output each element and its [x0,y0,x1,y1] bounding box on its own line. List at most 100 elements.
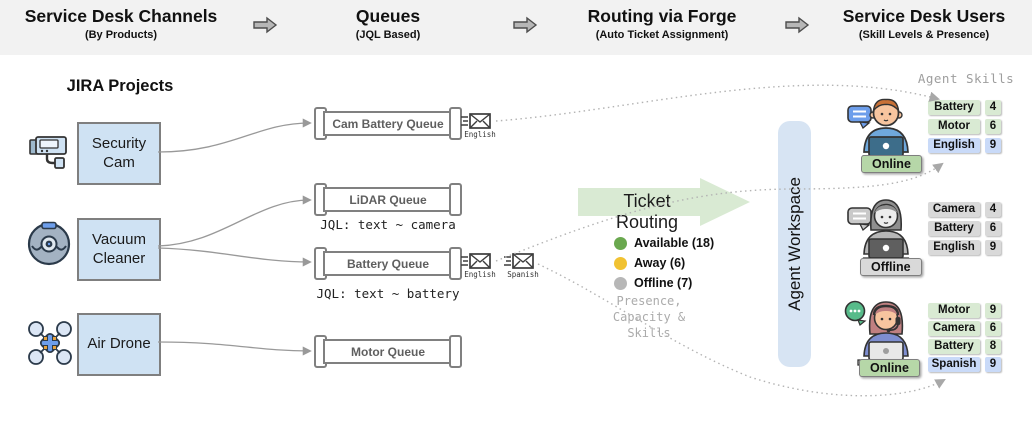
email-language-label: English [464,270,496,279]
agent-status-badge: Online [859,359,920,377]
ticket-email-spanish: Spanish [503,251,543,279]
skill-name: Battery [928,339,980,354]
header-subtitle: (Skill Levels & Presence) [858,29,990,41]
skill-name: Motor [928,303,980,318]
header-title: Queues [355,6,421,26]
project-box-security-cam: Security Cam [77,122,161,185]
ticket-email-english: English [460,111,500,139]
right-arrow-icon [784,15,810,35]
skill-row: Motor 6 [928,119,1001,134]
skill-level: 9 [985,303,1001,318]
header-col-routing: Routing via Forge (Auto Ticket Assignmen… [570,6,754,41]
skill-name: Battery [928,100,980,115]
queue-cap [449,247,462,280]
skill-name: Motor [928,119,980,134]
skill-level: 8 [985,339,1001,354]
email-language-label: English [464,130,496,139]
skill-level: 6 [985,321,1001,336]
right-arrow-icon [252,15,278,35]
skill-row: Camera 4 [928,202,1001,217]
email-language-label: Spanish [507,270,539,279]
header-col-channels: Service Desk Channels (By Products) [10,6,232,41]
skill-level: 9 [985,138,1001,153]
email-icon [461,253,491,269]
queue-battery: Battery Queue [314,247,462,280]
skill-level: 9 [985,240,1001,255]
agent-avatar-female-offline-icon [846,196,918,266]
available-dot-icon [614,236,627,250]
skill-name: Spanish [928,357,980,372]
skill-row: Battery 8 [928,339,1001,354]
agent-avatar-male-icon [846,92,918,164]
link-drone-motor [157,341,312,356]
skill-name: Camera [928,321,980,336]
header-col-users: Service Desk Users (Skill Levels & Prese… [826,6,1022,41]
skill-row: Battery 4 [928,100,1001,115]
drone-icon [27,320,73,366]
right-arrow-icon [512,15,538,35]
note-line: Skills [627,326,671,340]
agent-status-badge: Offline [860,258,922,276]
offline-dot-icon [614,276,627,290]
header-subtitle: (JQL Based) [355,29,421,41]
skill-name: Camera [928,202,980,217]
skill-name: Battery [928,221,980,236]
ticket-email-english: English [460,251,500,279]
legend-label: Offline (7) [634,276,693,290]
skill-level: 6 [985,221,1001,236]
link-vacuum-lidar [157,195,312,247]
security-camera-icon [27,129,73,175]
queue-motor: Motor Queue [314,335,462,368]
agent-skills-header: Agent Skills [917,71,1015,86]
email-icon [504,253,534,269]
project-box-vacuum-cleaner: Vacuum Cleaner [77,218,161,281]
skill-level: 9 [985,357,1001,372]
queue-cap [449,183,462,216]
skill-level: 4 [985,100,1001,115]
link-vacuum-battery [157,247,312,267]
queue-label: Cam Battery Queue [323,111,453,136]
presence-capacity-skills-note: Presence, Capacity & Skills [588,293,710,341]
project-label: Vacuum Cleaner [92,230,146,267]
skill-name: English [928,240,980,255]
away-dot-icon [614,256,627,270]
jql-filter-text: JQL: text ~ battery [316,286,460,301]
queue-label: Motor Queue [323,339,453,364]
project-label: Security Cam [91,134,147,171]
project-box-air-drone: Air Drone [77,313,161,376]
header-title: Service Desk Channels [24,6,218,26]
email-icon [461,113,491,129]
legend-row-available: Available (18) [614,233,714,253]
skill-row: Camera 6 [928,321,1001,336]
note-line: Presence, [616,294,682,308]
agent-workspace-bar: Agent Workspace [778,121,811,367]
skill-row: Motor 9 [928,303,1001,318]
queue-cap [449,335,462,368]
skill-row: Battery 6 [928,221,1001,236]
header-subtitle: (Auto Ticket Assignment) [595,29,729,41]
skill-row: Spanish 9 [928,357,1001,372]
skill-row: English 9 [928,138,1001,153]
queue-cap [449,107,462,140]
presence-legend: Available (18) Away (6) Offline (7) [614,233,714,293]
queue-cam-battery: Cam Battery Queue [314,107,462,140]
agent-status-badge: Online [861,155,922,173]
jql-filter-text: JQL: text ~ camera [320,217,456,232]
legend-row-away: Away (6) [614,253,714,273]
ticket-routing-label: Ticket Routing [615,191,679,232]
header-subtitle: (By Products) [84,29,158,41]
jira-projects-title: JIRA Projects [66,77,174,95]
header-title: Service Desk Users [842,6,1006,26]
agent-skills-list: Camera 4 Battery 6 English 9 [928,202,1001,259]
agent-skills-list: Battery 4 Motor 6 English 9 [928,100,1001,157]
queue-label: Battery Queue [323,251,453,276]
link-securitycam-cambattery [157,118,312,153]
header-col-queues: Queues (JQL Based) [300,6,476,41]
legend-row-offline: Offline (7) [614,273,714,293]
queue-lidar: LiDAR Queue [314,183,462,216]
project-label: Air Drone [87,335,151,353]
legend-label: Away (6) [634,256,686,270]
agent-workspace-label: Agent Workspace [784,177,804,311]
agent-skills-list: Motor 9 Camera 6 Battery 8 Spanish 9 [928,303,1001,375]
